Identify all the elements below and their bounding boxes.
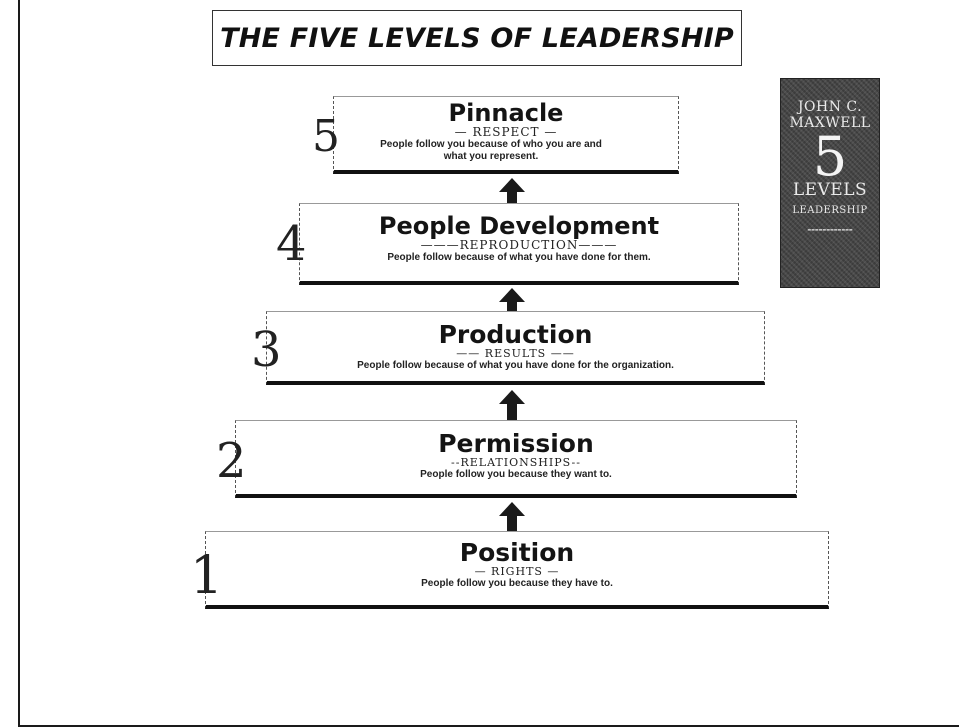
level-5-keyword: — RESPECT — [454, 125, 558, 140]
title-box: THE FIVE LEVELS OF LEADERSHIP [212, 10, 742, 66]
book-tagline-decoration: ▬▬▬▬▬▬▬▬▬▬▬▬ [807, 227, 853, 232]
level-5-number: 5 [312, 111, 340, 162]
level-1-keyword: — RIGHTS — [474, 565, 560, 579]
level-1-name: Position [459, 538, 575, 567]
arrow-up-icon [499, 178, 525, 208]
level-4-name: People Development [378, 212, 660, 240]
slide-frame [18, 0, 959, 727]
level-3-name: Production [438, 320, 593, 349]
level-3-description: People follow because of what you have d… [357, 360, 674, 372]
level-2-keyword: --RELATIONSHIPS-- [451, 456, 581, 470]
level-4-number: 4 [276, 216, 307, 272]
level-3-keyword: —— RESULTS —— [456, 347, 575, 361]
level-1-description: People follow you because they have to. [421, 578, 613, 590]
arrow-up-icon [499, 390, 525, 420]
arrow-up-icon [499, 502, 525, 532]
level-4-box: 4 People Development ———REPRODUCTION——— … [276, 203, 739, 285]
level-4-keyword: ———REPRODUCTION——— [420, 238, 618, 253]
level-5-description: People follow you because of who you are… [380, 139, 602, 162]
level-1-box: 1 Position — RIGHTS — People follow you … [190, 531, 829, 609]
book-title: LEVELS [792, 180, 868, 200]
level-1-number: 1 [190, 546, 224, 606]
page-title: THE FIVE LEVELS OF LEADERSHIP [220, 22, 734, 54]
book-subtitle: LEADERSHIP [792, 205, 868, 216]
level-2-name: Permission [438, 429, 594, 458]
book-number: 5 [812, 125, 848, 188]
level-2-description: People follow you because they want to. [420, 469, 612, 481]
level-4-description: People follow because of what you have d… [387, 252, 651, 264]
level-5-box: 5 Pinnacle — RESPECT — People follow you… [312, 96, 679, 174]
level-2-number: 2 [216, 433, 247, 489]
book-author: JOHN C. MAXWELL [789, 99, 871, 131]
level-3-box: 3 Production —— RESULTS —— People follow… [251, 311, 765, 385]
book-cover-image: JOHN C. MAXWELL 5 LEVELS LEADERSHIP ▬▬▬▬… [780, 78, 880, 288]
level-5-name: Pinnacle [448, 99, 564, 127]
arrow-up-icon [499, 288, 525, 318]
level-3-number: 3 [251, 322, 282, 378]
level-2-box: 2 Permission --RELATIONSHIPS-- People fo… [216, 420, 797, 498]
